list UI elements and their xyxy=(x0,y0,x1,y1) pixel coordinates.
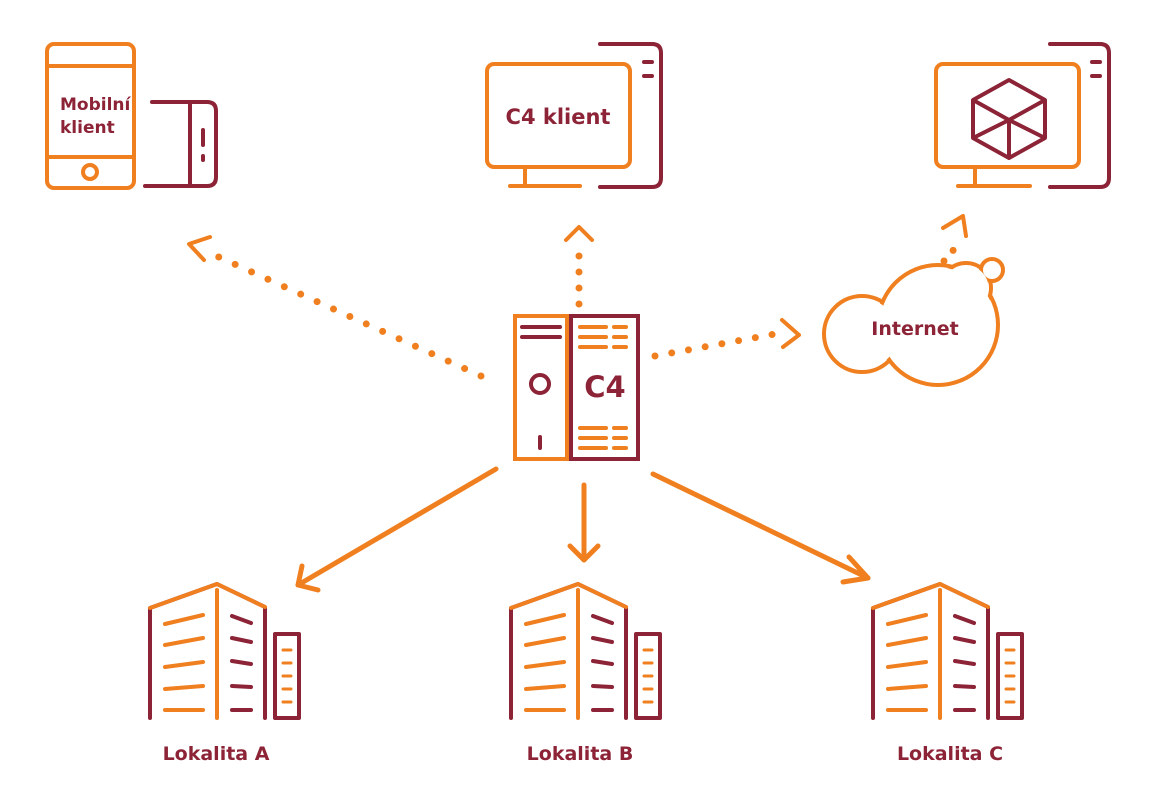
mobile-client-node: Mobilní klient xyxy=(45,42,218,190)
internet-label: Internet xyxy=(871,318,958,340)
c4-server-node: C4 xyxy=(513,314,640,461)
server-left-icon xyxy=(513,314,569,461)
desktop-back-icon xyxy=(1048,42,1111,189)
lokalita-a-label: Lokalita A xyxy=(163,743,270,765)
arrowheads-dotted xyxy=(187,214,968,349)
lokalita-b-node: Lokalita B xyxy=(509,582,662,765)
cloud-icon xyxy=(822,257,1005,387)
lokalita-b-label: Lokalita B xyxy=(527,743,634,765)
building-icon xyxy=(871,582,1024,720)
arrowhead-to-internet xyxy=(780,318,801,349)
c4-client-label: C4 klient xyxy=(506,105,611,129)
connector-to-web-client xyxy=(940,236,966,265)
phone-icon xyxy=(45,42,136,190)
web-client-node xyxy=(934,42,1111,189)
server-right-icon xyxy=(569,314,640,461)
connector-to-mobile xyxy=(206,249,485,380)
lokalita-c-node: Lokalita C xyxy=(871,582,1024,765)
internet-node: Internet xyxy=(822,257,1005,387)
arrow-to-lokalita-a xyxy=(295,466,499,588)
desktop-front-icon xyxy=(934,62,1081,188)
arrowhead-to-lokalita-b xyxy=(567,543,601,563)
building-icon xyxy=(148,582,301,720)
arrowhead-to-mobile xyxy=(187,235,212,262)
arrowhead-to-lokalita-a xyxy=(295,563,321,593)
desktop-front-icon xyxy=(485,62,632,188)
lokalita-a-node: Lokalita A xyxy=(148,582,301,765)
desktop-back-icon xyxy=(598,42,663,189)
arrowhead-to-web-client xyxy=(941,214,968,238)
mobile-client-label-line2: klient xyxy=(60,118,115,138)
c4-server-label: C4 xyxy=(584,370,625,404)
mobile-client-label-line1: Mobilní xyxy=(60,95,132,115)
connector-to-internet xyxy=(651,330,779,360)
tablet-icon xyxy=(143,100,218,188)
arrow-to-lokalita-c xyxy=(650,471,871,581)
connectors-dotted xyxy=(206,236,966,380)
arrowhead-to-c4-client xyxy=(564,225,594,242)
building-icon xyxy=(509,582,662,720)
c4-client-node: C4 klient xyxy=(485,42,663,189)
arrowhead-to-lokalita-c xyxy=(840,554,871,585)
cube-icon xyxy=(971,78,1047,160)
arrows-to-locations xyxy=(295,466,871,593)
lokalita-c-label: Lokalita C xyxy=(897,743,1003,765)
